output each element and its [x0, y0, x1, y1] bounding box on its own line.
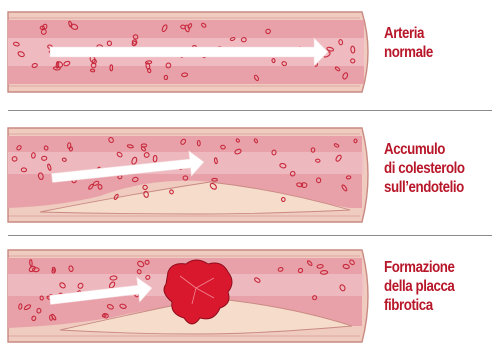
caption-line: normale: [384, 43, 480, 62]
caption-line: Accumulo: [384, 140, 480, 159]
divider-bottom: [8, 235, 492, 236]
divider-top: [8, 110, 492, 111]
caption-line: Arteria: [384, 24, 480, 43]
caption-line: Formazione: [384, 258, 480, 277]
caption-line: sull’endotelio: [384, 178, 480, 197]
caption-line: fibrotica: [384, 296, 480, 315]
artery-panel-normal: [8, 12, 368, 92]
artery-panel-cholesterol: [8, 128, 368, 222]
caption-line: della placca: [384, 277, 480, 296]
artery-panel-plaque: [8, 250, 368, 342]
caption-fibrotic-plaque: Formazione della placca fibrotica: [384, 258, 480, 315]
caption-cholesterol: Accumulo di colesterolo sull’endotelio: [384, 140, 480, 197]
caption-normal-artery: Arteria normale: [384, 24, 480, 62]
caption-line: di colesterolo: [384, 159, 480, 178]
